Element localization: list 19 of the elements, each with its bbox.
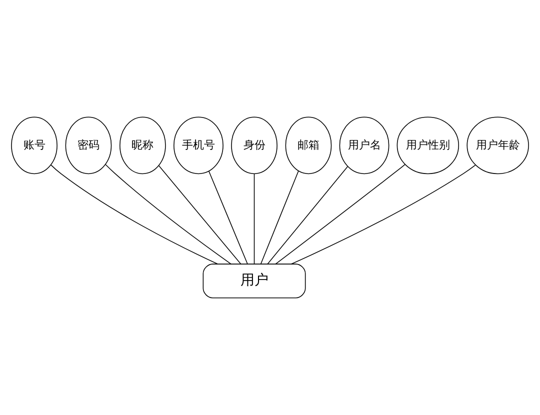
connector [275, 164, 406, 264]
node-ellipse: 邮箱 [285, 116, 332, 174]
connector [158, 165, 242, 264]
node-ellipse: 密码 [65, 116, 112, 174]
node-circle: 用户年龄 [466, 116, 529, 174]
node-ellipse: 身份 [231, 116, 278, 174]
connector [50, 164, 218, 264]
node-ellipse: 手机号 [174, 116, 224, 174]
node-ellipse: 昵称 [120, 116, 166, 174]
connector [208, 170, 248, 264]
connector [254, 174, 255, 264]
node-ellipse: 用户名 [339, 116, 390, 174]
connector [260, 170, 299, 264]
connector [105, 164, 232, 264]
node-box: 用户 [202, 264, 306, 298]
connector [290, 164, 476, 264]
connector [267, 166, 348, 264]
node-ellipse: 账号 [11, 116, 58, 174]
node-circle: 用户性别 [396, 116, 460, 174]
